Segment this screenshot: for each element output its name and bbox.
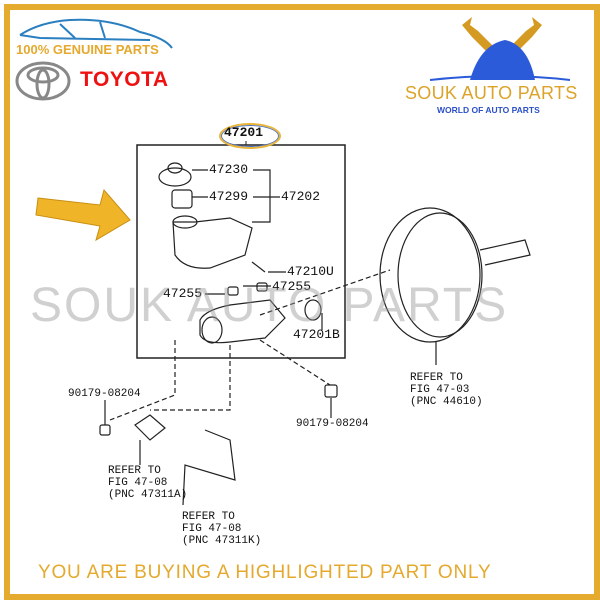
part-label: 47230: [209, 162, 249, 177]
part-label: 90179-08204: [68, 388, 141, 400]
ref-line: FIG 47-08: [182, 523, 242, 535]
part-label: 47255: [163, 286, 203, 301]
ref-line: REFER TO: [182, 511, 235, 523]
part-label: 47202: [281, 189, 321, 204]
ref-line: (PNC 47311K): [182, 535, 262, 547]
highlight-arrow-icon: [35, 188, 131, 242]
genuine-parts-text: 100% GENUINE PARTS: [16, 42, 159, 57]
part-label: 47201B: [293, 327, 340, 342]
sensor-reference: REFER TO FIG 47-08 (PNC 47311A): [108, 465, 187, 501]
ref-line: (PNC 47311A): [108, 489, 188, 501]
footer-notice: YOU ARE BUYING A HIGHLIGHTED PART ONLY: [38, 562, 492, 583]
ref-line: FIG 47-08: [108, 477, 168, 489]
part-label: 90179-08204: [296, 418, 369, 430]
part-drawings: [99, 162, 531, 506]
product-frame: [4, 4, 600, 600]
part-label: 47255: [272, 279, 312, 294]
ref-line: (PNC 44610): [410, 396, 483, 408]
highlight-ellipse: [219, 123, 281, 149]
ref-line: FIG 47-03: [410, 384, 470, 396]
toyota-emblem-icon: [15, 61, 71, 101]
watermark: SOUK AUTO PARTS: [30, 279, 509, 332]
car-logo-icon: [19, 18, 173, 49]
souk-logo-icon: [429, 17, 571, 81]
part-label: 47210U: [287, 264, 334, 279]
store-tagline: WORLD OF AUTO PARTS: [437, 105, 540, 115]
part-label: 47299: [209, 189, 249, 204]
ref-line: REFER TO: [108, 465, 161, 477]
pipe-reference: REFER TO FIG 47-08 (PNC 47311K): [182, 511, 261, 547]
store-name: SOUK AUTO PARTS: [405, 83, 578, 103]
booster-reference: REFER TO FIG 47-03 (PNC 44610): [410, 372, 483, 408]
brand-name: TOYOTA: [80, 68, 169, 91]
part-label-47201: 47201: [224, 125, 264, 140]
ref-line: REFER TO: [410, 372, 463, 384]
